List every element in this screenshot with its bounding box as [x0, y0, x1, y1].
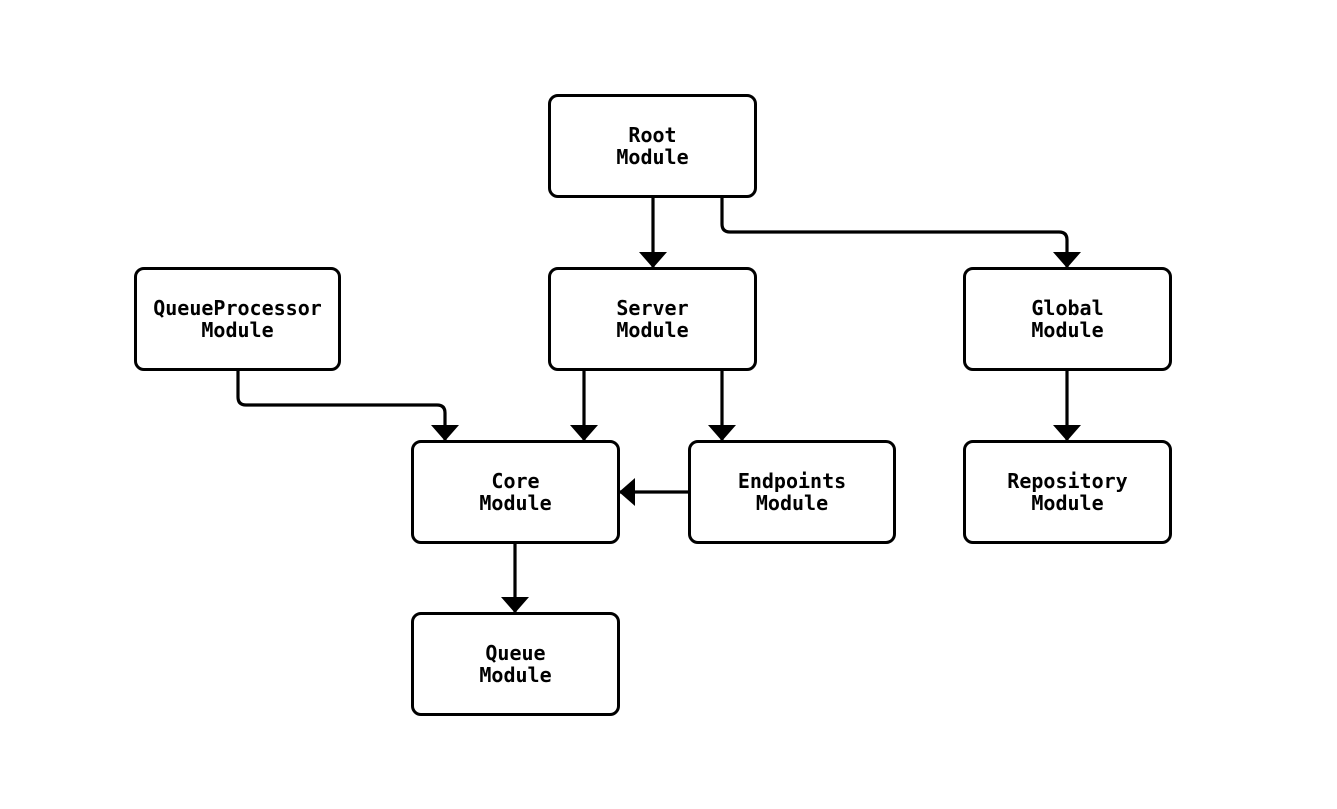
- node-global-label-line: Global: [1031, 296, 1104, 320]
- edge-queueprocessor-to-core: [236, 371, 459, 441]
- node-server-label-line: Server: [616, 296, 689, 320]
- node-endpoints-label-line: Endpoints: [737, 469, 847, 493]
- node-queue-label-line: Module: [479, 663, 552, 687]
- node-repository-label-line: Repository: [1007, 469, 1128, 493]
- node-endpoints-label-line: Module: [755, 491, 829, 515]
- node-queueprocessor-label-line: Module: [201, 318, 274, 342]
- edge-root-to-global: [720, 198, 1081, 268]
- node-core-label-line: Core: [491, 469, 540, 493]
- node-root-label-line: Root: [628, 123, 677, 147]
- node-queueprocessor-label-line: QueueProcessor: [153, 296, 322, 320]
- node-server-label-line: Module: [616, 318, 689, 342]
- node-repository-label-line: Module: [1031, 491, 1104, 515]
- node-root-label-line: Module: [616, 145, 689, 169]
- node-global-label-line: Module: [1031, 318, 1104, 342]
- node-core-label-line: Module: [479, 491, 552, 515]
- node-queue-label-line: Queue: [485, 641, 546, 665]
